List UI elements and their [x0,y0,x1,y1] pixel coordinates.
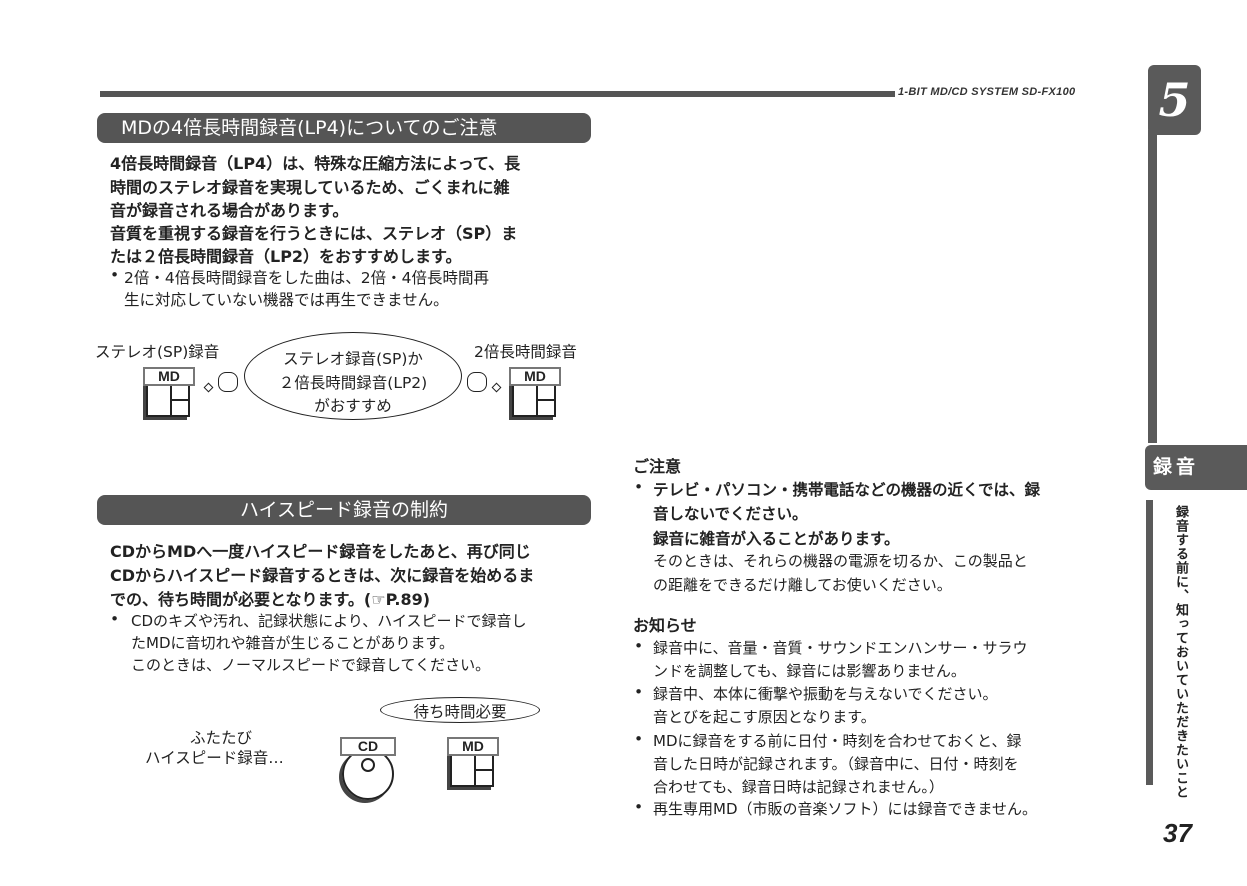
body-line: たは２倍長時間録音（LP2）をおすすめします。 [110,247,462,266]
chapter-bar [1148,130,1157,443]
bullet-dot: • [634,683,644,701]
body-line: 時間のステレオ録音を実現しているため、ごくまれに雑 [110,178,510,197]
body-line: 音質を重視する録音を行うときには、ステレオ（SP）ま [110,224,518,243]
side-title: 録音する前に、知っておいていただきたいこと [1173,505,1188,799]
md-icon: MD [447,737,499,787]
reference-hand-icon: ☞ [371,590,386,609]
cd-label: CD [340,737,396,756]
header-rule [100,91,895,97]
notice-line: MDに録音をする前に日付・時刻を合わせておくと、録 [653,732,1022,750]
notice-heading: お知らせ [633,616,697,635]
bubble-text: 待ち時間必要 [413,703,507,721]
diagram-text: ふたたび [190,729,253,747]
bubble-text: がおすすめ [314,397,392,415]
highspeed-heading: ハイスピード録音の制約 [97,495,591,525]
md-icon: MD [509,367,561,417]
caution-line: テレビ・パソコン・携帯電話などの機器の近くでは、録 [653,481,1041,499]
page-reference-link[interactable]: P.89) [385,590,431,609]
bullet-line: たMDに音切れや雑音が生じることがあります。 [131,634,454,652]
bullet-dot: • [634,798,644,816]
bubble-dot-icon [203,382,214,393]
bullet-line: このときは、ノーマルスピードで録音してください。 [131,656,491,674]
lp4-heading: MDの4倍長時間録音(LP4)についてのご注意 [97,113,591,143]
stereo-label: ステレオ(SP)録音 [95,343,220,361]
bullet-line: 生に対応していない機器では再生できません。 [124,291,449,309]
notice-line: 録音中に、音量・音質・サウンドエンハンサー・サラウ [653,639,1028,657]
section-tab: 録音 [1145,445,1247,490]
caution-line: 録音に雑音が入ることがあります。 [653,530,900,548]
bubble-circle-icon [218,372,238,392]
product-name: 1-BIT MD/CD SYSTEM SD-FX100 [898,86,1076,98]
lp2-label: 2倍長時間録音 [474,343,577,361]
speech-bubble [380,697,540,723]
bullet-dot: • [634,478,644,496]
page-number: 37 [1163,818,1192,848]
body-line: での、待ち時間が必要となります。(☞P.89) [110,590,431,609]
speech-bubble [244,332,462,420]
diagram-text: ハイスピード録音… [145,749,284,767]
caution-heading: ご注意 [633,457,682,476]
body-line: CDからMDへ一度ハイスピード録音をしたあと、再び同じ [110,542,531,561]
bullet-dot: • [634,730,644,748]
md-icon: MD [143,367,195,417]
notice-line: 合わせても、録音日時は記録されません。） [653,778,944,796]
notice-line: 音とびを起こす原因となります。 [653,708,876,726]
bubble-text: ステレオ録音(SP)か [283,350,423,368]
chapter-number-tab: 5 [1148,65,1201,135]
body-line: CDからハイスピード録音するときは、次に録音を始めるま [110,566,535,585]
bullet-dot: • [110,610,120,628]
bubble-dot-icon [491,382,502,393]
caution-line: そのときは、それらの機器の電源を切るか、この製品と [653,552,1028,570]
bullet-line: CDのキズや汚れ、記録状態により、ハイスピードで録音し [131,612,527,630]
notice-line: ンドを調整しても、録音には影響ありません。 [653,662,966,680]
bullet-dot: • [110,266,120,284]
caution-line: の距離をできるだけ離してお使いください。 [653,576,952,594]
bullet-dot: • [634,637,644,655]
caution-line: 音しないでください。 [653,505,808,523]
bubble-text: ２倍長時間録音(LP2) [278,374,428,392]
notice-line: 音した日時が記録されます。（録音中に、日付・時刻を [653,755,1019,773]
notice-line: 再生専用MD（市販の音楽ソフト）には録音できません。 [653,800,1038,818]
bubble-circle-icon [467,372,487,392]
notice-line: 録音中、本体に衝撃や振動を与えないでください。 [653,685,998,703]
body-line: 4倍長時間録音（LP4）は、特殊な圧縮方法によって、長 [110,154,521,173]
body-line: 音が録音される場合があります。 [110,201,349,220]
bullet-line: 2倍・4倍長時間録音をした曲は、2倍・4倍長時間再 [124,269,489,287]
section-bar [1146,500,1153,785]
